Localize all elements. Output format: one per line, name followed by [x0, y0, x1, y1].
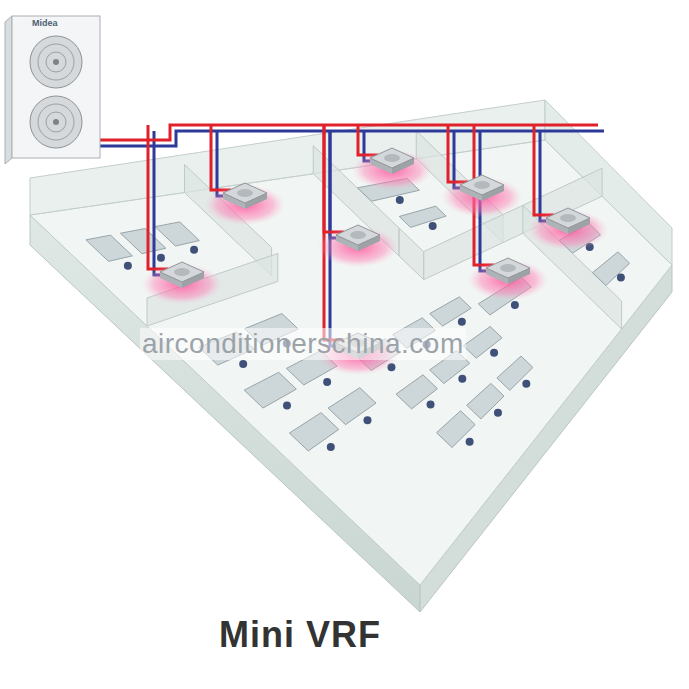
unit-top	[223, 183, 267, 203]
refrigerant-pipe	[154, 131, 168, 275]
air-glow	[142, 264, 222, 304]
refrigerant-pipe	[100, 125, 598, 140]
refrigerant-pipe	[330, 131, 344, 238]
office-desk	[155, 222, 199, 246]
unit-top	[460, 175, 504, 195]
refrigerant-pipe	[211, 125, 231, 190]
fan-grille	[38, 44, 74, 80]
office-desk	[430, 297, 472, 326]
air-glow	[352, 150, 432, 190]
cassette-unit	[205, 183, 285, 225]
brand-logo: Midea	[30, 18, 60, 28]
fan-grille	[30, 36, 82, 88]
office-desk	[467, 383, 504, 418]
unit-fan	[560, 214, 576, 222]
refrigerant-pipe	[540, 131, 554, 221]
unit-top	[546, 208, 590, 228]
refrigerant-pipe	[534, 125, 554, 215]
cassette-unit	[142, 262, 222, 304]
office-desk	[399, 206, 446, 227]
office-desk	[289, 413, 338, 451]
office-chair	[429, 222, 437, 230]
refrigerant-pipe	[217, 131, 231, 196]
cassette-unit	[528, 208, 608, 250]
unit-fan	[500, 264, 516, 272]
cassette-unit	[352, 148, 432, 190]
watermark: airconditionerschina.com	[140, 328, 466, 360]
office-desk	[436, 411, 475, 448]
floor-plate	[30, 140, 672, 585]
unit-fan	[237, 189, 253, 197]
caption: Mini VRF	[219, 614, 381, 656]
cassette-unit	[468, 258, 548, 300]
fan-grille	[38, 104, 74, 140]
office-chair	[458, 318, 466, 326]
air-glow	[468, 260, 548, 300]
cassette-unit	[318, 225, 398, 267]
office-chair	[190, 246, 198, 254]
office-furniture	[86, 131, 630, 451]
office-chair	[458, 375, 466, 383]
air-glow	[318, 227, 398, 267]
outdoor-unit	[5, 16, 100, 164]
cassette-unit	[442, 175, 522, 217]
unit-top	[370, 148, 414, 168]
fan-grille	[46, 112, 66, 132]
unit-fan	[174, 268, 190, 276]
office-chair	[239, 360, 247, 368]
office-desk	[463, 326, 502, 358]
office-desk	[86, 235, 133, 261]
office-chair	[427, 401, 435, 409]
unit-fan	[350, 231, 366, 239]
office-chair	[323, 378, 331, 386]
refrigerant-pipe	[324, 125, 344, 232]
fan-hub	[53, 59, 59, 65]
refrigerant-pipe	[100, 131, 604, 146]
office-desk	[328, 388, 376, 425]
fan-grille	[30, 96, 82, 148]
office-chair	[124, 262, 132, 270]
office-chair	[617, 273, 625, 281]
office-chair	[327, 443, 335, 451]
refrigerant-pipe	[148, 125, 168, 269]
unit-fan	[474, 181, 490, 189]
unit-top	[160, 262, 204, 282]
office-desk	[497, 356, 533, 390]
office-chair	[466, 438, 474, 446]
unit-top	[486, 258, 530, 278]
partition-wall	[399, 228, 424, 280]
unit-front	[12, 16, 100, 158]
refrigerant-pipes	[100, 125, 604, 346]
office-chair	[490, 349, 498, 357]
air-glow	[528, 210, 608, 250]
office-desk	[396, 375, 437, 409]
unit-fan	[384, 154, 400, 162]
office-chair	[363, 416, 371, 424]
refrigerant-pipe	[448, 125, 468, 182]
air-glow	[442, 177, 522, 217]
office-chair	[494, 409, 502, 417]
unit-top	[336, 225, 380, 245]
unit-side	[5, 16, 12, 164]
fan-hub	[53, 119, 59, 125]
refrigerant-pipe	[358, 125, 378, 155]
fan-grille	[46, 52, 66, 72]
office-desk	[120, 229, 165, 254]
office-chair	[522, 380, 530, 388]
office-chair	[283, 402, 291, 410]
office-desk	[593, 252, 630, 286]
office-chair	[396, 196, 404, 204]
office-chair	[157, 254, 165, 262]
office-chair	[511, 301, 519, 309]
air-glow	[205, 185, 285, 225]
